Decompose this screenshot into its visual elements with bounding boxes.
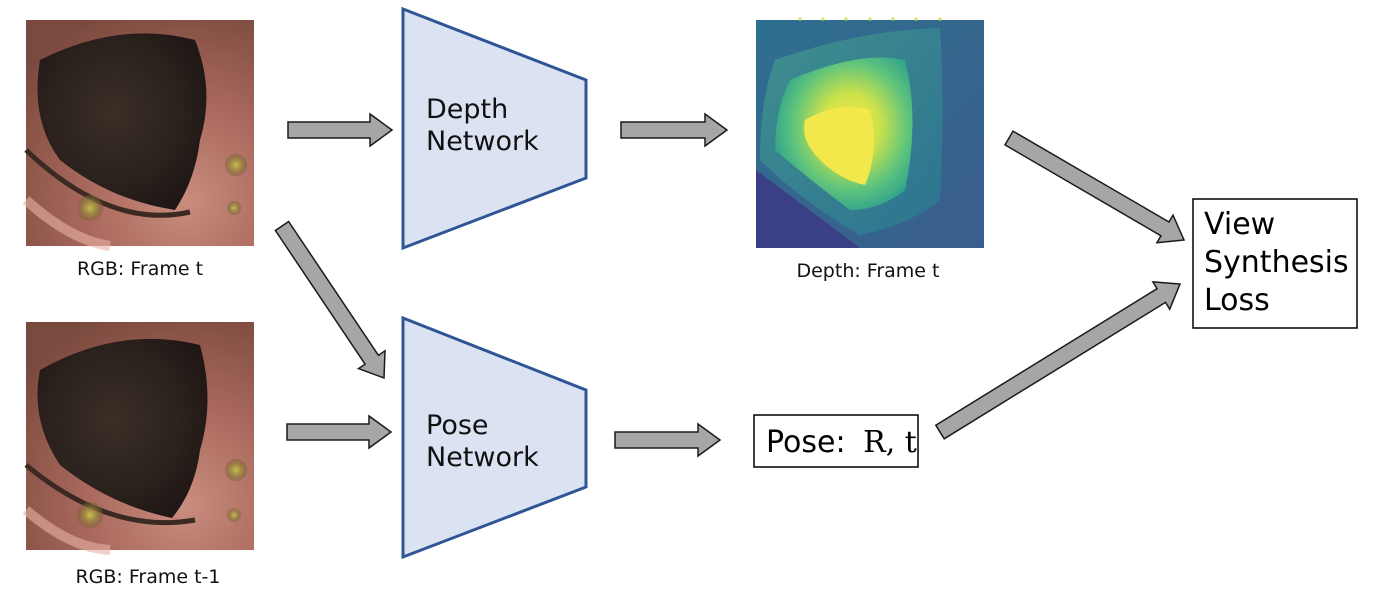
rgb-frame-t-caption: RGB: Frame t — [77, 258, 203, 280]
arrow-frame-t-to-pose-network — [274, 220, 386, 380]
loss-label-line1: View — [1204, 207, 1275, 242]
depth-network-label-line1: Depth — [426, 94, 508, 125]
rgb-frame-t-image — [22, 20, 254, 251]
arrow-frame-t-to-depth-network — [287, 112, 394, 148]
pose-output-label: Pose: R, t — [766, 425, 917, 460]
rgb-frame-t1-caption: RGB: Frame t-1 — [75, 566, 220, 588]
depth-network-block — [401, 6, 588, 251]
arrow-frame-t1-to-pose-network — [286, 414, 393, 450]
depth-network-label-line2: Network — [426, 126, 539, 157]
arrow-pose-output-to-loss — [934, 281, 1182, 440]
pose-network-block — [401, 315, 588, 560]
pose-network-label-line1: Pose — [426, 410, 489, 441]
loss-label-line2: Synthesis — [1204, 245, 1349, 280]
depth-map-caption: Depth: Frame t — [796, 260, 939, 282]
pose-network-label-line2: Network — [426, 442, 539, 473]
pose-output-prefix: Pose: — [766, 425, 846, 460]
arrow-depth-map-to-loss — [1003, 130, 1186, 244]
depth-map-image — [756, 17, 984, 248]
pose-output-symbols: R, t — [863, 425, 917, 460]
flow-arrows — [274, 112, 1186, 458]
rgb-frame-t1-image — [22, 322, 254, 555]
arrow-depth-network-to-depth-map — [620, 112, 729, 148]
view-synthesis-loss-box — [1192, 198, 1358, 329]
arrow-pose-network-to-pose-output — [614, 422, 722, 458]
loss-label-line3: Loss — [1204, 283, 1270, 318]
pose-output-box — [753, 414, 919, 468]
